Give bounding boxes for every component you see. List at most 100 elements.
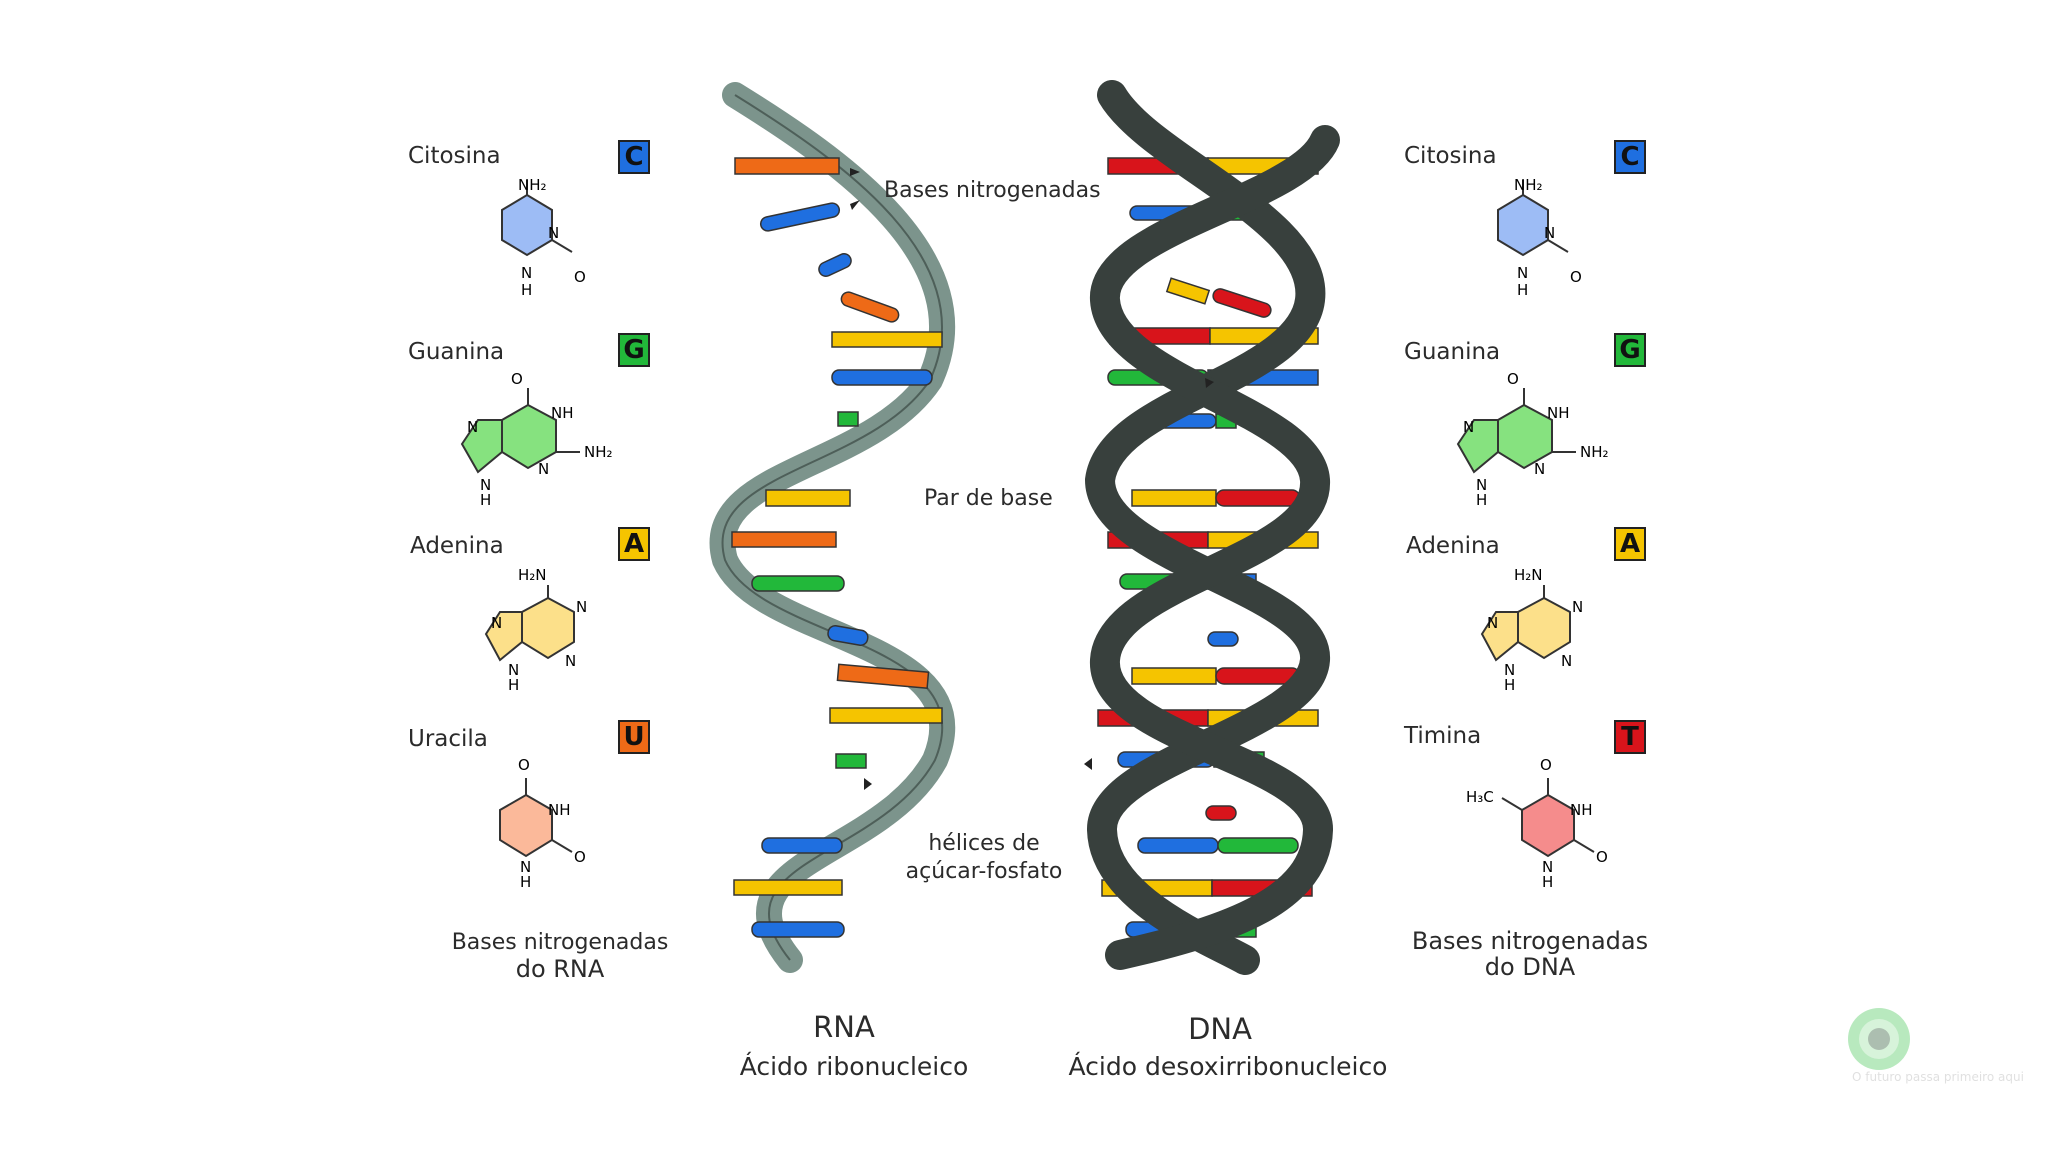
rna-c-h-label: H [521,281,532,299]
dna-badge-g: G [1614,333,1646,367]
rna-a-n3-label: N [565,652,576,670]
dna-badge-a: A [1614,527,1646,561]
rna-rung-guanine [835,753,867,769]
rna-rung-cytosine [751,921,845,938]
dna-c-nh2-label: NH₂ [1514,176,1543,194]
rna-badge-g: G [618,333,650,367]
rna-g-h-label: H [480,491,491,509]
rna-rung-uracil [734,157,840,175]
dna-base-name-cytosine: Citosina [1404,143,1497,169]
dna-bases-caption: Bases nitrogenadas do DNA [1390,928,1670,980]
rna-cytosine-molecule: NH₂ N O N H [501,176,586,299]
rna-g-n-label: N [538,460,549,478]
rna-guanine-molecule: O NH NH₂ N N N H [460,370,613,509]
dna-badge-t: T [1614,720,1646,754]
rna-rung-adenine [733,879,843,896]
dna-rung-adenine [1165,277,1211,305]
rna-rung-guanine [751,575,845,592]
rna-rung-adenine [829,707,943,724]
rna-g-o-label: O [511,370,523,388]
rna-title: RNA [813,1010,875,1044]
rna-rung-uracil [836,663,930,689]
dna-rung-guanine [1217,837,1299,854]
rna-a-n9-label: N [508,661,519,679]
rna-g-nh-label: NH [551,404,574,422]
helices-pointer-dna [1084,758,1092,770]
dna-base-name-adenine: Adenina [1406,533,1500,559]
rna-base-name-cytosine: Citosina [408,143,501,169]
dna-thymine-molecule: O H₃C NH O N H [1466,756,1608,891]
rna-rung-cytosine [831,369,933,386]
rna-rung-uracil [731,531,837,548]
dna-caption-line2: do DNA [1484,953,1576,981]
dna-a-h-label: H [1504,676,1515,694]
dna-g-n9-label: N [1476,476,1487,494]
dna-rung-cytosine [1207,631,1239,647]
rna-caption-line1: Bases nitrogenadas [451,930,669,955]
dna-rung-thymine [1215,489,1301,507]
rna-rung-adenine [765,489,851,507]
dna-rung-adenine [1131,667,1217,685]
rna-u-o4-label: O [518,756,530,774]
rna-u-o2-label: O [574,848,586,866]
dna-t-o4-label: O [1540,756,1552,774]
rna-helix [709,82,956,973]
dna-title: DNA [1188,1012,1252,1046]
dna-rung-thymine [1205,805,1237,821]
dna-t-o2-label: O [1596,848,1608,866]
rna-g-n7-label: N [467,418,478,436]
rna-base-rungs [731,157,943,938]
rna-badge-a: A [618,527,650,561]
bases-pointer-2 [850,200,860,210]
dna-strand-2 [1090,125,1340,970]
dna-base-name-thymine: Timina [1404,723,1482,749]
rna-rung-cytosine [818,253,852,277]
rna-u-nh-label: NH [548,801,571,819]
dna-t-n1-label: N [1542,858,1553,876]
rna-rung-cytosine [759,202,841,232]
rna-rung-guanine [837,411,859,427]
dna-a-n9-label: N [1504,661,1515,679]
rna-a-n7-label: N [491,614,502,632]
dna-rung-cytosine [1137,837,1219,854]
rna-g-nh2-label: NH₂ [584,443,613,461]
dna-subtitle: Ácido desoxirribonucleico [1068,1052,1388,1081]
dna-a-n7-label: N [1487,614,1498,632]
rna-g-n9-label: N [480,476,491,494]
dna-t-h-label: H [1542,873,1553,891]
dna-t-nh-label: NH [1570,801,1593,819]
rna-rung-adenine [831,331,943,348]
watermark-eye-icon [1848,1008,1910,1070]
dna-cytosine-molecule: NH₂ N O N H [1497,176,1582,299]
dna-base-name-guanine: Guanina [1404,339,1501,365]
rna-u-n1-label: N [520,858,531,876]
rna-subtitle: Ácido ribonucleico [739,1052,969,1081]
dna-strand-1 [1084,80,1330,975]
rna-base-name-guanine: Guanina [408,339,505,365]
rna-rung-uracil [840,291,900,323]
bases-pointer-1 [850,168,860,176]
rna-caption-line2: do RNA [515,955,605,983]
rna-badge-c: C [618,140,650,174]
rna-a-n1-label: N [576,598,587,616]
dna-c-n1-label: N [1517,264,1528,282]
dna-a-h2n-label: H₂N [1514,566,1543,584]
sugar-phosphate-annotation: hélices de açúcar-fosfato [894,830,1074,886]
sugar-phosphate-line2: açúcar-fosfato [905,859,1063,884]
sugar-phosphate-line1: hélices de [928,831,1040,856]
base-pair-annotation: Par de base [924,486,1053,511]
rna-c-nh2-label: NH₂ [518,176,547,194]
rna-rung-cytosine [761,837,843,854]
watermark-tagline: O futuro passa primeiro aqui [1852,1070,2024,1084]
dna-adenine-molecule: H₂N N N N N H [1480,566,1583,694]
dna-a-n3-label: N [1561,652,1572,670]
dna-g-h-label: H [1476,491,1487,509]
pair-pointer [1205,378,1214,388]
rna-u-h-label: H [520,873,531,891]
dna-c-h-label: H [1517,281,1528,299]
dna-a-n1-label: N [1572,598,1583,616]
helices-pointer-rna [864,778,872,790]
dna-rung-adenine [1131,489,1217,507]
